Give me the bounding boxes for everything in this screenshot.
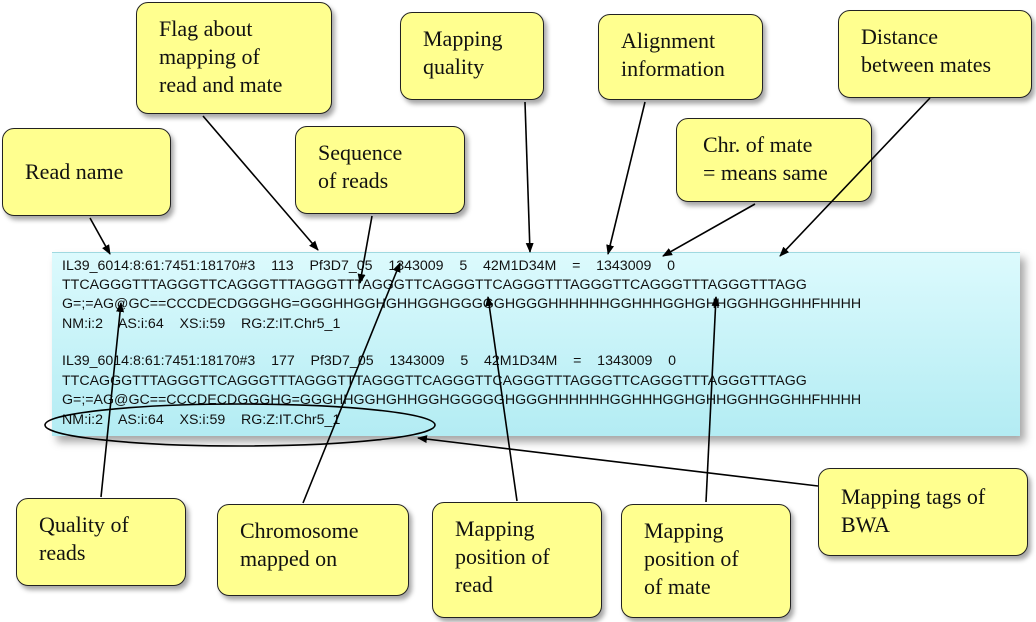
record-2-sequence: TTCAGGGTTTAGGGTTCAGGGTTTAGGGTTTAGGGTTCAG… <box>62 373 807 389</box>
arrow-mate-chr <box>662 203 756 257</box>
record-2-tags: NM:i:2 AS:i:64 XS:i:59 RG:Z:IT.Chr5_1 <box>62 412 341 428</box>
callout-sequence: Sequence of reads <box>295 126 465 214</box>
arrow-read-name <box>89 217 111 255</box>
record-2-quality: G=;=AG@GC==CCCDECDGGGHG=GGGHHGGHGHHGGHGG… <box>62 392 862 408</box>
callout-mate-chr: Chr. of mate = means same <box>676 118 872 202</box>
callout-mate-distance: Distance between mates <box>838 10 1032 98</box>
callout-position-mate: Mapping position of of mate <box>621 504 791 618</box>
arrow-mapping-quality <box>524 101 534 253</box>
callout-chromosome: Chromosome mapped on <box>217 504 409 596</box>
callout-read-name: Read name <box>2 128 171 216</box>
callout-quality: Quality of reads <box>16 498 186 586</box>
record-1-sequence: TTCAGGGTTTAGGGTTCAGGGTTTAGGGTTTAGGGTTCAG… <box>62 277 807 293</box>
callout-mapping-quality: Mapping quality <box>400 12 544 100</box>
callout-bwa-tags: Mapping tags of BWA <box>818 468 1028 556</box>
record-1-tags: NM:i:2 AS:i:64 XS:i:59 RG:Z:IT.Chr5_1 <box>62 316 341 332</box>
record-1-header: IL39_6014:8:61:7451:18170#3 113 Pf3D7_05… <box>62 258 676 274</box>
record-1-quality: G=;=AG@GC==CCCDECDGGGHG=GGGHHGGHGHHGGHGG… <box>62 296 862 312</box>
arrow-alignment-info <box>606 101 646 255</box>
arrow-bwa-tags <box>417 435 819 487</box>
callout-flag: Flag about mapping of read and mate <box>136 2 332 114</box>
callout-alignment-info: Alignment information <box>598 14 763 100</box>
record-2-header: IL39_6014:8:61:7451:18170#3 177 Pf3D7_05… <box>62 353 677 369</box>
callout-position-read: Mapping position of read <box>432 502 602 618</box>
